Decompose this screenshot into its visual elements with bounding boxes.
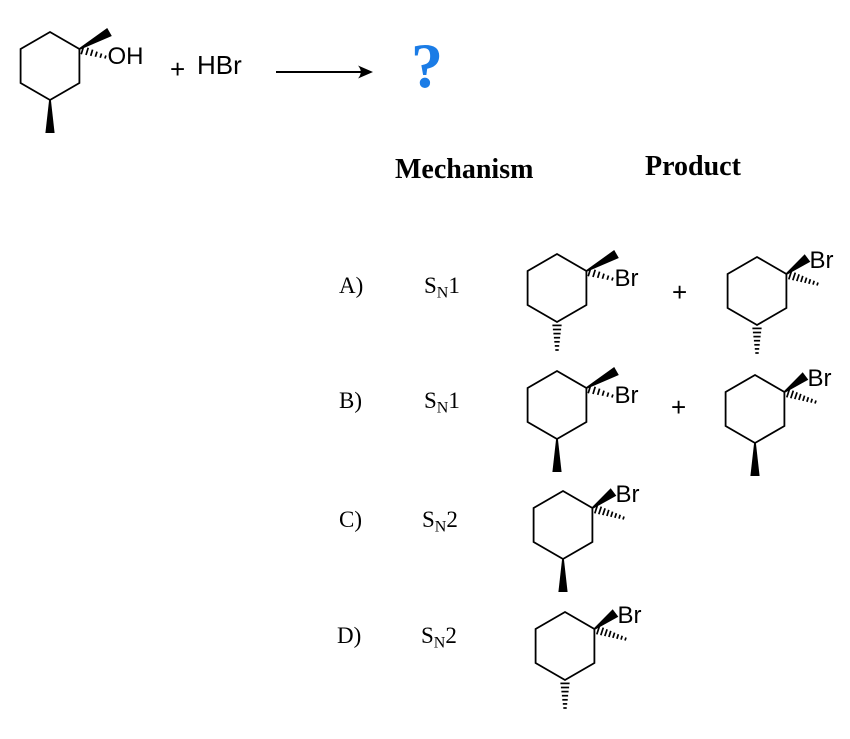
substituent-label: Br	[615, 382, 639, 409]
mechanism-order: 1	[448, 273, 460, 298]
mechanism-base: S	[421, 623, 434, 648]
substituent-label: OH	[108, 43, 144, 70]
option-b-mechanism: SN1	[424, 388, 460, 416]
option-b-product-2: Br	[710, 345, 850, 485]
column-header-product: Product	[645, 151, 741, 182]
option-b-plus-sign: +	[671, 392, 687, 422]
mechanism-base: S	[424, 273, 437, 298]
option-d-letter[interactable]: D)	[337, 623, 362, 648]
option-c-letter[interactable]: C)	[339, 507, 362, 532]
substituent-label: Br	[616, 481, 640, 508]
option-a-mechanism: SN1	[424, 273, 460, 301]
mechanism-subscript: N	[433, 634, 446, 652]
reactant-structure: OH	[5, 2, 150, 142]
column-header-mechanism: Mechanism	[395, 154, 534, 185]
substituent-label: Br	[810, 247, 834, 274]
option-a-letter[interactable]: A)	[339, 273, 364, 298]
unknown-product-mark: ?	[411, 30, 443, 101]
mechanism-order: 2	[446, 507, 458, 532]
option-c-product-1: Br	[518, 461, 663, 601]
mechanism-subscript: N	[434, 518, 447, 536]
plus-sign: +	[170, 54, 186, 84]
mechanism-subscript: N	[436, 399, 449, 417]
mechanism-order: 1	[448, 388, 460, 413]
substituent-label: Br	[615, 265, 639, 292]
option-c-mechanism: SN2	[422, 507, 458, 535]
mechanism-base: S	[424, 388, 437, 413]
option-b-product-1: Br	[512, 341, 657, 481]
mechanism-base: S	[422, 507, 435, 532]
option-a-product-2: Br	[712, 227, 850, 367]
option-a-plus-sign: +	[672, 277, 688, 307]
option-a-product-1: Br	[512, 224, 657, 364]
reagent-label: HBr	[197, 50, 242, 80]
option-d-product-1: Br	[520, 582, 665, 722]
mechanism-order: 2	[445, 623, 457, 648]
substituent-label: Br	[808, 365, 832, 392]
substituent-label: Br	[618, 602, 642, 629]
reaction-arrow-icon	[276, 65, 373, 79]
mechanism-subscript: N	[436, 284, 449, 302]
option-b-letter[interactable]: B)	[339, 388, 362, 413]
option-d-mechanism: SN2	[421, 623, 457, 651]
